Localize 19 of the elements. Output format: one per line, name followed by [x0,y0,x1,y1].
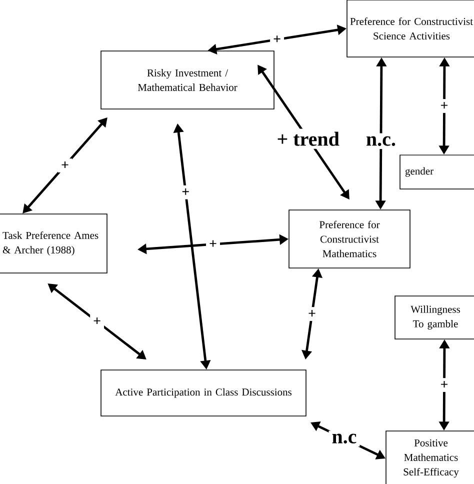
concept-box: Preference for Constructivist Mathematics [288,210,410,268]
concept-box: Positive Mathematics Self-Efficacy [386,430,474,484]
concept-box: Preference for Constructivist Science Activities [346,0,474,58]
concept-box: Active Participation in Class Discussions [100,370,306,416]
edge-label: + [90,314,104,328]
edge-label: + [270,32,284,46]
edge-label: + [206,237,220,252]
edge-label: + [58,158,72,172]
edge-label: + [437,99,452,113]
concept-box: Risky Investment / Mathematical Behavior [100,50,274,110]
concept-box: Task Preference Ames & Archer (1988) [0,214,108,274]
concept-box: Willingness To gamble [394,296,474,340]
edge-label: + [178,185,193,200]
edge-label: n.c [328,430,360,446]
edge-label: + [437,378,452,392]
concept-box: gender [400,154,474,190]
edge-label: + trend [274,128,342,149]
edge-label: n.c. [362,133,399,149]
edge-label: + [305,307,319,321]
